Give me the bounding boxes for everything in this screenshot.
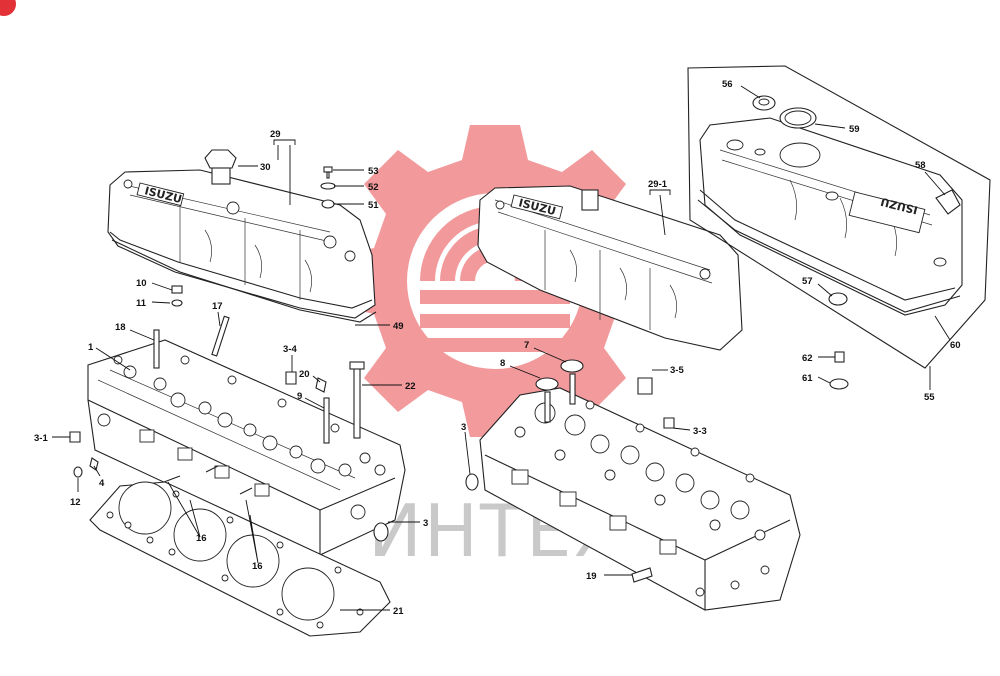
label-3-middle: 3 [461, 422, 466, 433]
callout-labels: 29 30 53 52 51 49 10 11 17 18 1 3-4 20 9… [34, 79, 961, 617]
label-3-3: 3-3 [693, 426, 707, 437]
label-61: 61 [802, 373, 813, 384]
label-51: 51 [368, 200, 379, 211]
label-21: 21 [393, 606, 404, 617]
label-17: 17 [212, 301, 223, 312]
label-20: 20 [299, 369, 310, 380]
label-19: 19 [586, 571, 597, 582]
label-12: 12 [70, 497, 81, 508]
label-52: 52 [368, 182, 379, 193]
label-7: 7 [524, 340, 529, 351]
leader-lines [52, 85, 951, 611]
label-3-5: 3-5 [670, 365, 684, 376]
head-gasket [89, 481, 391, 637]
label-3-1: 3-1 [34, 433, 48, 444]
label-29-1: 29-1 [648, 179, 668, 190]
label-11: 11 [136, 298, 147, 309]
label-9: 9 [297, 391, 302, 402]
label-30: 30 [260, 162, 271, 173]
label-4: 4 [99, 478, 105, 489]
valve-cover-middle: ISUZU [477, 185, 743, 351]
label-29: 29 [270, 129, 281, 140]
label-16-lower: 16 [252, 561, 263, 572]
label-60: 60 [950, 340, 961, 351]
label-57: 57 [802, 276, 813, 287]
label-53: 53 [368, 166, 379, 177]
label-59: 59 [849, 124, 860, 135]
label-49: 49 [393, 321, 404, 332]
label-55: 55 [924, 392, 935, 403]
cylinder-head-middle [465, 359, 801, 611]
label-62: 62 [802, 353, 813, 364]
label-8: 8 [500, 358, 505, 369]
label-56: 56 [722, 79, 733, 90]
label-3-4: 3-4 [283, 344, 297, 355]
label-16-upper: 16 [196, 533, 207, 544]
label-3-right-of-head: 3 [423, 518, 428, 529]
label-18: 18 [115, 322, 126, 333]
head-left-holes [97, 355, 386, 520]
label-1: 1 [88, 342, 94, 353]
corner-badge [0, 0, 16, 16]
grommet-stack [320, 166, 336, 209]
label-10: 10 [136, 278, 147, 289]
label-58: 58 [915, 160, 926, 171]
valve-cover-left: ISUZU [107, 149, 377, 323]
valve-cover-assembly-box: ISUZU [687, 65, 991, 390]
label-22: 22 [405, 381, 416, 392]
